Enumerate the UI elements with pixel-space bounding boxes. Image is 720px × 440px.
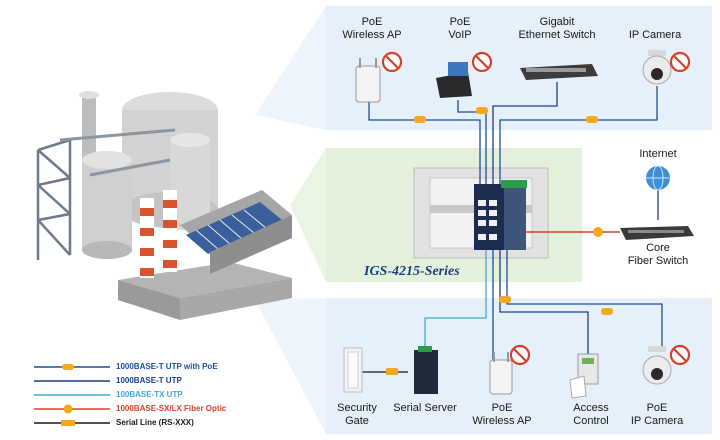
bottom-ap-label: PoE Wireless AP (470, 402, 534, 428)
chimney (140, 198, 154, 278)
access-control-label-line1: Access (573, 402, 609, 414)
access-control-label-line2: Control (573, 415, 609, 427)
wireless-ap-device (355, 58, 381, 103)
security-gate-device (343, 347, 363, 393)
core-fiber-switch-device (620, 226, 694, 240)
top-switch-label-line2: Ethernet Switch (518, 29, 596, 41)
legend-item-fiber: 1000BASE-SX/LX Fiber Optic (116, 404, 227, 413)
top-switch-label-line1: Gigabit (539, 16, 575, 28)
bottom-camera-label-line2: IP Camera (630, 415, 684, 427)
ethernet-switch-device (520, 64, 598, 80)
top-switch-label: Gigabit Ethernet Switch (514, 16, 600, 42)
internet-label-line1: Internet (639, 148, 677, 160)
igs-switch (474, 180, 527, 250)
no-power-plug-icon (471, 51, 493, 73)
top-ap-label-line1: PoE (361, 16, 383, 28)
bottom-ap-label-line1: PoE (491, 402, 513, 414)
no-power-plug-icon (669, 344, 691, 366)
product-series-label: IGS-4215-Series (364, 264, 460, 279)
voip-phone-device (436, 62, 472, 98)
legend-item-serial: Serial Line (RS-XXX) (116, 418, 194, 427)
core-switch-label: Core Fiber Switch (620, 242, 696, 268)
no-power-plug-icon (669, 51, 691, 73)
access-control-device (569, 353, 599, 399)
bottom-camera-label-line1: PoE (646, 402, 668, 414)
globe-icon (646, 165, 670, 191)
top-ap-label-line2: Wireless AP (342, 29, 402, 41)
core-switch-label-line2: Fiber Switch (627, 255, 689, 267)
serial-server-label-line1: Serial Server (393, 402, 457, 414)
ip-camera-device (642, 50, 672, 85)
factory-illustration (36, 91, 292, 320)
top-funnel (255, 6, 326, 130)
center-funnel (290, 148, 326, 282)
no-power-plug-icon (509, 344, 531, 366)
wireless-ap-device (489, 352, 513, 395)
top-ap-label: PoE Wireless AP (342, 16, 402, 42)
legend-lines (34, 364, 110, 426)
bottom-ap-label-line2: Wireless AP (472, 415, 532, 427)
top-voip-label-line2: VoIP (448, 29, 472, 41)
legend-item-poe-utp: 1000BASE-T UTP with PoE (116, 362, 218, 371)
access-control-label: Access Control (564, 402, 618, 428)
top-camera-label-line1: IP Camera (628, 29, 682, 41)
top-voip-label: PoE VoIP (440, 16, 480, 42)
top-voip-label-line1: PoE (449, 16, 471, 28)
security-gate-label: Security Gate (330, 402, 384, 428)
chimney (163, 190, 177, 272)
ip-camera-device (642, 346, 672, 385)
serial-server-label: Serial Server (390, 402, 460, 415)
solar-panel (186, 202, 282, 254)
fiber-badge (593, 227, 603, 237)
poe-badge (386, 107, 613, 375)
core-switch-label-line1: Core (646, 242, 670, 254)
internet-label: Internet (630, 148, 686, 161)
serial-server-device (414, 346, 438, 394)
top-camera-label: IP Camera (624, 29, 686, 42)
bottom-funnel (255, 298, 326, 434)
legend-item-tx-utp: 100BASE-TX UTP (116, 390, 183, 399)
legend-item-utp: 1000BASE-T UTP (116, 376, 182, 385)
bottom-camera-label: PoE IP Camera (626, 402, 688, 428)
security-gate-label-line2: Gate (345, 415, 369, 427)
security-gate-label-line1: Security (337, 402, 377, 414)
no-power-plug-icon (381, 51, 403, 73)
